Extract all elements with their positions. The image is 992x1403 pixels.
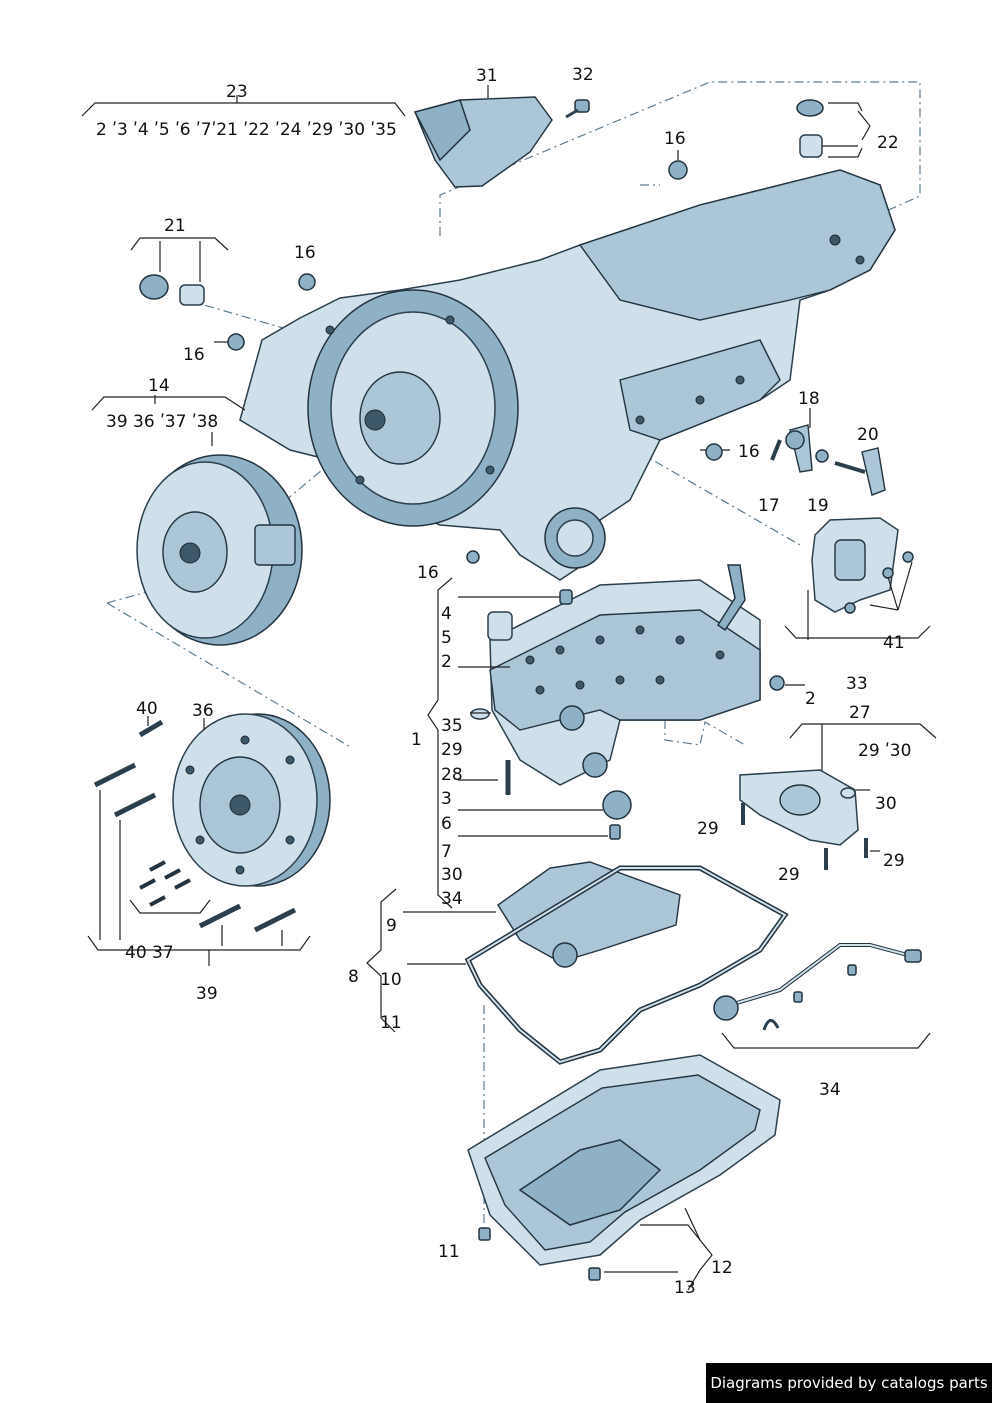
callout-29-30: 29 ʹ30 <box>858 741 911 761</box>
callout-19: 19 <box>807 496 829 516</box>
callout-40-37: 40 37 <box>125 943 174 963</box>
callout-39: 39 <box>196 984 218 1004</box>
bracket-8 <box>366 888 397 1033</box>
callout-18: 18 <box>798 389 820 409</box>
part-36-flywheel <box>172 713 331 887</box>
callout-14-list: 39 36 ʹ37 ʹ38 <box>106 412 218 432</box>
callout-40: 40 <box>136 699 158 719</box>
callout-2-right: 2 <box>805 689 816 709</box>
part-32-screw <box>565 99 590 119</box>
bolts-40-37-39 <box>87 716 311 966</box>
callout-9: 9 <box>386 916 397 936</box>
callout-34-right: 34 <box>819 1080 841 1100</box>
callout-16-left: 16 <box>183 345 205 365</box>
part-10-gasket <box>407 865 789 1065</box>
callout-29-c: 29 <box>778 865 800 885</box>
callout-14: 14 <box>148 376 170 396</box>
callout-23-list: 2 ʹ3 ʹ4 ʹ5 ʹ6 ʹ7ʹ21 ʹ22 ʹ24 ʹ29 ʹ30 ʹ35 <box>96 120 397 140</box>
callout-28: 28 <box>441 765 463 785</box>
callout-16-low: 16 <box>417 563 439 583</box>
plug-16-top <box>668 150 688 180</box>
callout-16-top: 16 <box>664 129 686 149</box>
callout-13: 13 <box>674 1278 696 1298</box>
part-12-oil-pan <box>467 1054 781 1291</box>
part-22-plug <box>796 99 871 158</box>
callout-8: 8 <box>348 967 359 987</box>
callout-27: 27 <box>849 703 871 723</box>
parts-17-20 <box>770 408 886 496</box>
callout-41: 41 <box>883 633 905 653</box>
part-2-valve-body <box>427 564 805 909</box>
callout-7: 7 <box>441 842 452 862</box>
callout-29-a: 29 <box>697 819 719 839</box>
part-34-harness <box>713 943 931 1049</box>
part-14-torque-converter <box>91 395 303 646</box>
part-33-bracket <box>784 517 931 640</box>
callout-16-right: 16 <box>738 442 760 462</box>
callout-2-left: 2 <box>441 652 452 672</box>
callout-30-right: 30 <box>875 794 897 814</box>
callout-35: 35 <box>441 716 463 736</box>
callout-4: 4 <box>441 604 452 624</box>
attribution-footer: Diagrams provided by catalogs parts <box>706 1363 992 1403</box>
callout-34-left: 34 <box>441 889 463 909</box>
bracket-23 <box>81 95 406 117</box>
callout-33: 33 <box>846 674 868 694</box>
callout-10: 10 <box>380 970 402 990</box>
callout-21: 21 <box>164 216 186 236</box>
callout-17: 17 <box>758 496 780 516</box>
part-31-cover <box>413 85 553 188</box>
transmission-housing <box>239 169 896 581</box>
callout-32: 32 <box>572 65 594 85</box>
callout-1: 1 <box>411 730 422 750</box>
callout-11-bottom: 11 <box>438 1242 460 1262</box>
callout-22: 22 <box>877 133 899 153</box>
callout-16-mid: 16 <box>294 243 316 263</box>
callout-36: 36 <box>192 701 214 721</box>
callout-20: 20 <box>857 425 879 445</box>
callout-6: 6 <box>441 814 452 834</box>
callout-11-top: 11 <box>380 1013 402 1033</box>
part-9-filter <box>403 861 681 968</box>
callout-29-left: 29 <box>441 740 463 760</box>
callout-labels: 31 32 23 2 ʹ3 ʹ4 ʹ5 ʹ6 ʹ7ʹ21 ʹ22 ʹ24 ʹ29… <box>96 65 911 1298</box>
callout-23: 23 <box>226 82 248 102</box>
plug-16-left <box>214 273 316 351</box>
part-27-solenoid <box>739 723 937 870</box>
callout-30-left: 30 <box>441 865 463 885</box>
part-21-cap <box>130 237 229 306</box>
callout-12: 12 <box>711 1258 733 1278</box>
callout-31: 31 <box>476 66 498 86</box>
callout-29-b: 29 <box>883 851 905 871</box>
callout-5: 5 <box>441 628 452 648</box>
callout-3: 3 <box>441 789 452 809</box>
assembly-dashed-lines <box>106 81 921 1230</box>
